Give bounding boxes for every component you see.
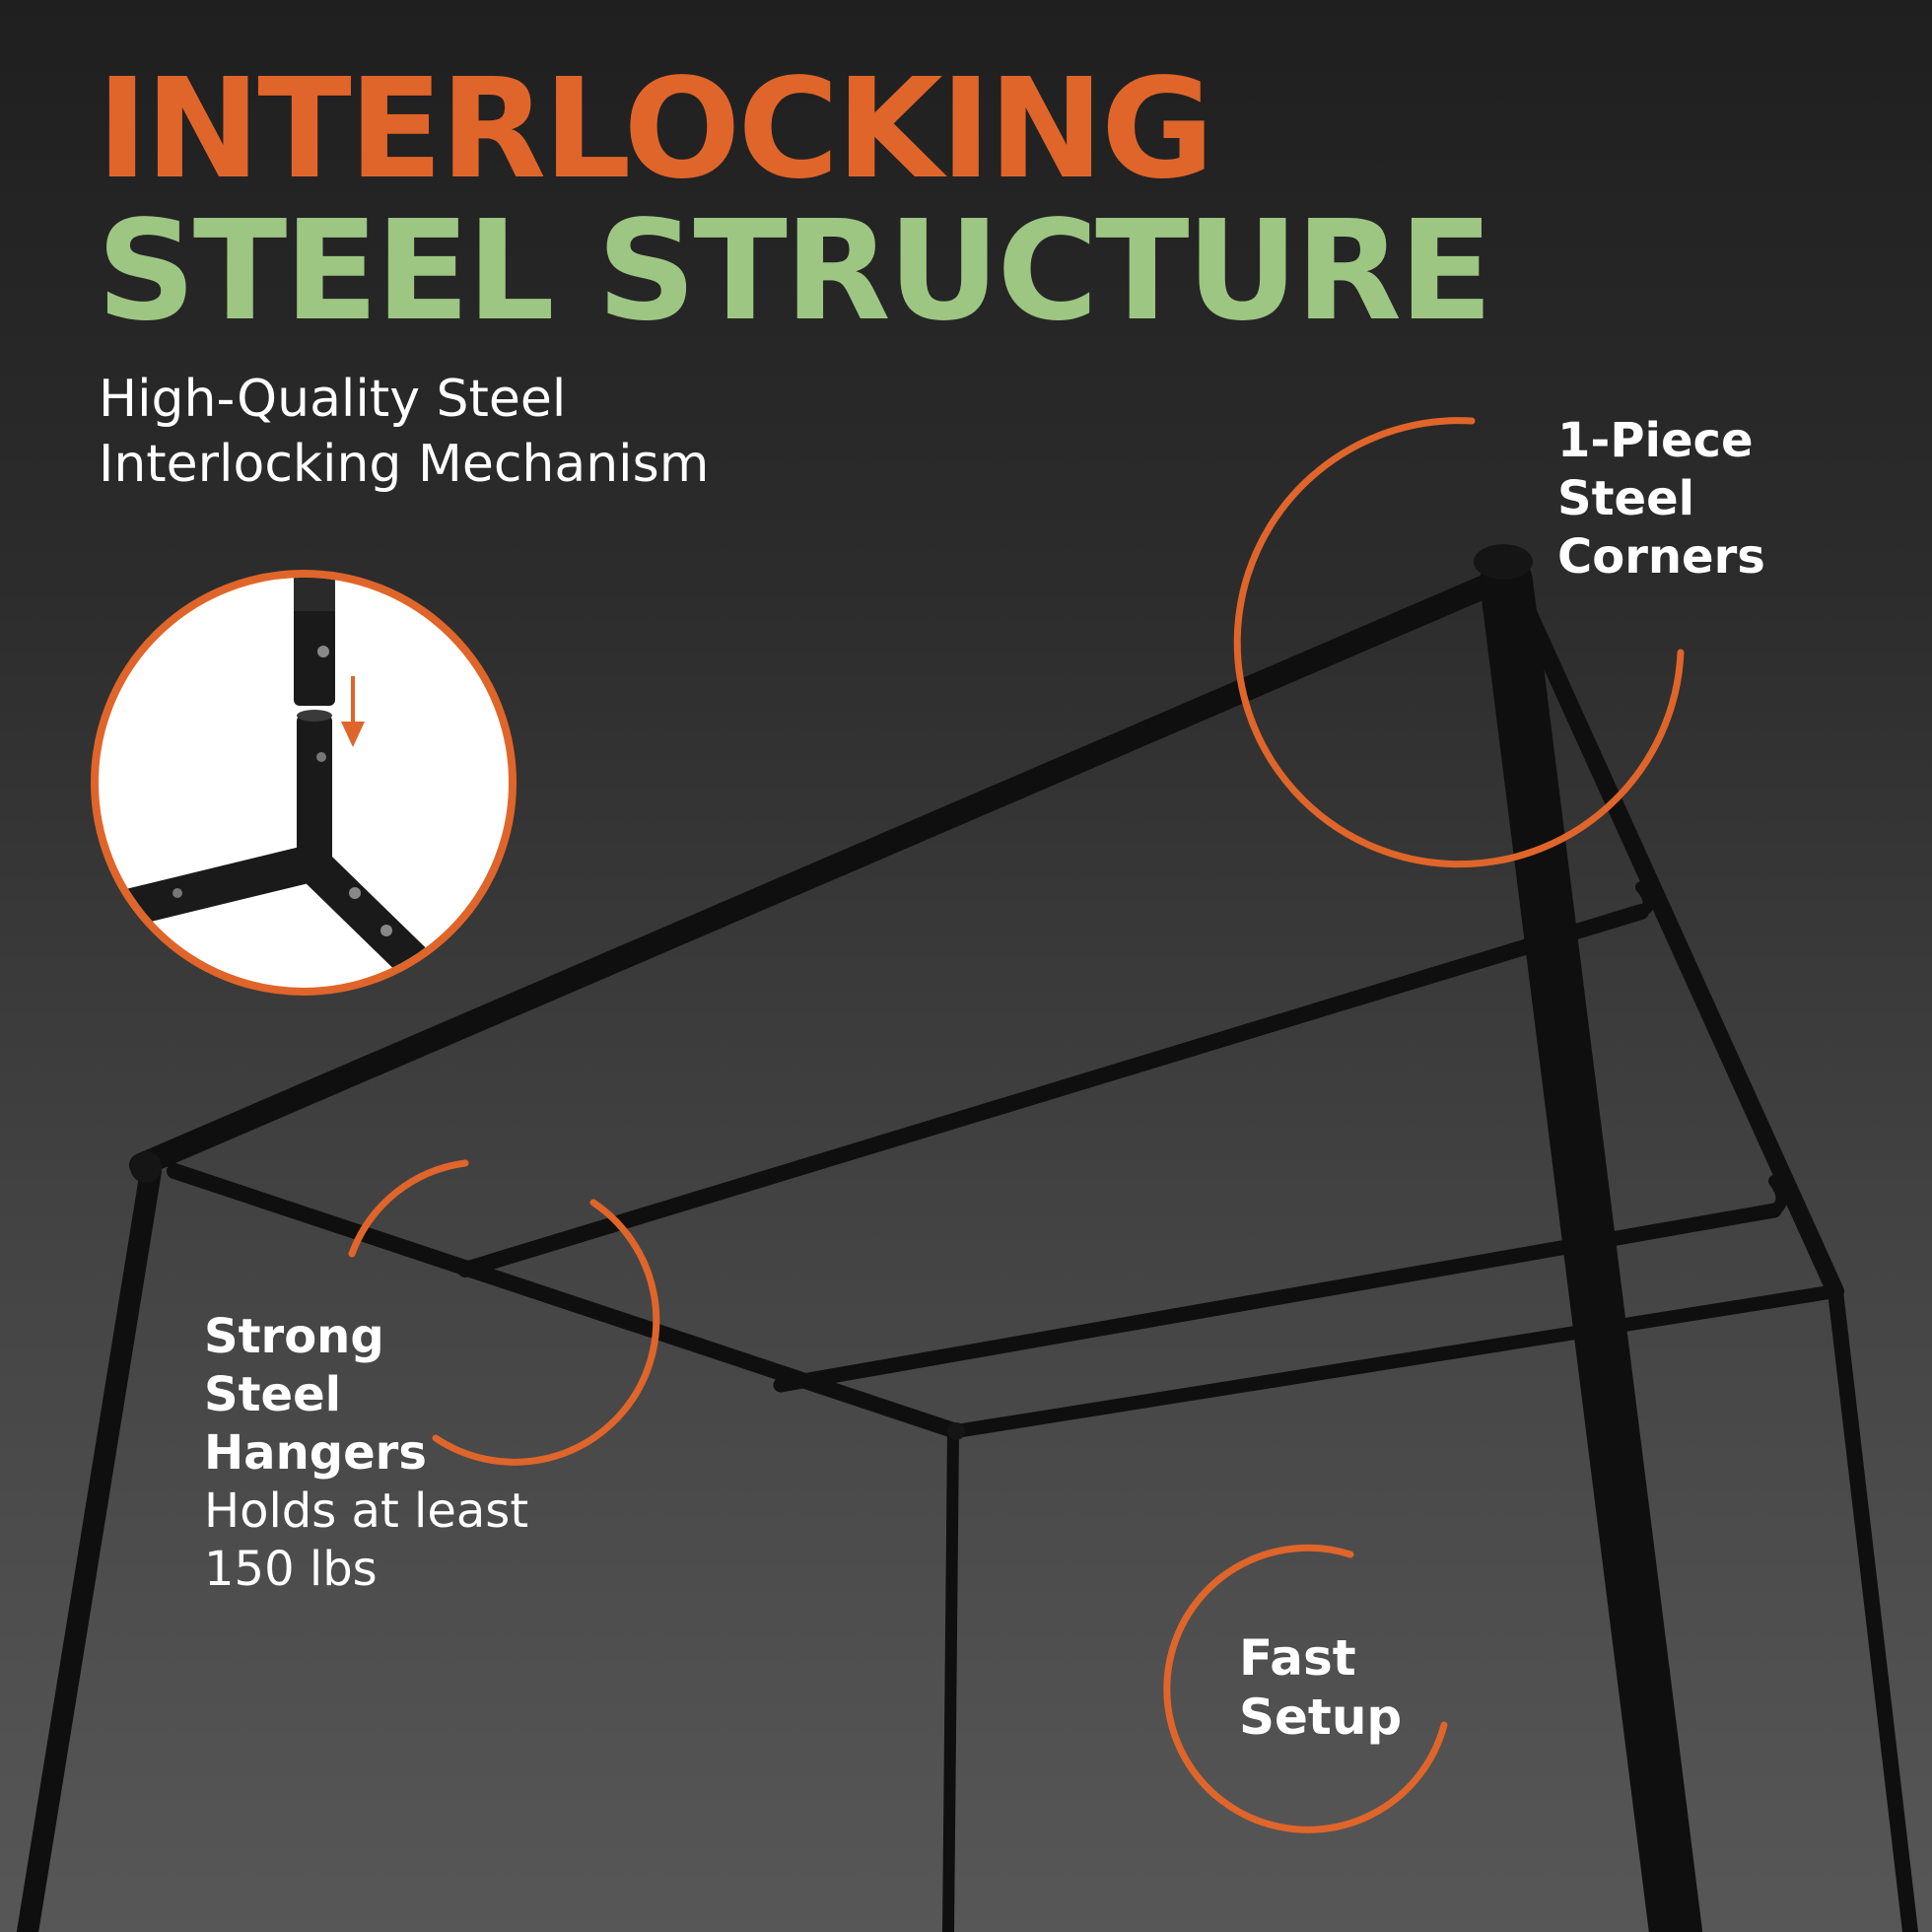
hanger-highlight-arc — [348, 1159, 469, 1258]
callout-hangers-detail-2: 150 lbs — [204, 1542, 378, 1597]
setup-highlight-arc — [1163, 1544, 1448, 1833]
callout-hangers-line-1: Strong — [204, 1309, 384, 1364]
connector-arm-right — [299, 850, 452, 988]
insertion-arrow-icon — [341, 676, 365, 747]
subheadline-line-2: Interlocking Mechanism — [99, 435, 710, 494]
subheadline: High-Quality Steel Interlocking Mechanis… — [99, 367, 709, 497]
callout-setup-line-2: Setup — [1239, 1689, 1403, 1746]
callout-steel-corners: 1-Piece Steel Corners — [1557, 412, 1765, 586]
lower-tube — [297, 716, 332, 863]
callout-setup-line-1: Fast — [1239, 1629, 1356, 1687]
corner-joint-left — [130, 1151, 162, 1183]
frame-rail-far — [949, 1284, 1842, 1438]
frame-pole-front — [1480, 555, 1702, 1932]
subheadline-line-1: High-Quality Steel — [99, 370, 567, 429]
hanger-hook-upper — [1635, 881, 1655, 918]
callout-corners-line-3: Corners — [1557, 529, 1765, 585]
headline-line-1: INTERLOCKING — [97, 49, 1214, 210]
hanger-hook-lower — [1768, 1175, 1788, 1216]
callout-hangers-line-3: Hangers — [204, 1425, 427, 1481]
callout-corners-line-2: Steel — [1557, 471, 1695, 526]
hanger-bar-upper — [457, 904, 1649, 1277]
frame-rail-back — [167, 1163, 964, 1439]
corner-cap — [1474, 544, 1533, 580]
connector-detail-illustration — [109, 578, 452, 988]
callout-fast-setup: Fast Setup — [1239, 1628, 1402, 1747]
frame-rail-right — [1504, 571, 1844, 1300]
callout-corners-line-1: 1-Piece — [1557, 413, 1754, 468]
frame-pole-right — [1828, 1283, 1918, 1932]
connector-arm-left — [109, 845, 329, 927]
connector-detail-inset — [91, 570, 517, 996]
corner-highlight-arc — [1233, 417, 1685, 868]
frame-pole-back — [942, 1425, 959, 1932]
callout-steel-hangers: Strong Steel Hangers Holds at least 150 … — [204, 1308, 528, 1599]
frame-pole-left — [17, 1160, 162, 1932]
callout-hangers-line-2: Steel — [204, 1367, 342, 1422]
headline-line-2: STEEL STRUCTURE — [97, 191, 1493, 352]
corner-joint-far — [947, 1422, 965, 1440]
hanger-highlight-arc-2 — [432, 1199, 660, 1466]
callout-hangers-detail-1: Holds at least — [204, 1484, 529, 1539]
frame-rail-top — [129, 570, 1508, 1177]
